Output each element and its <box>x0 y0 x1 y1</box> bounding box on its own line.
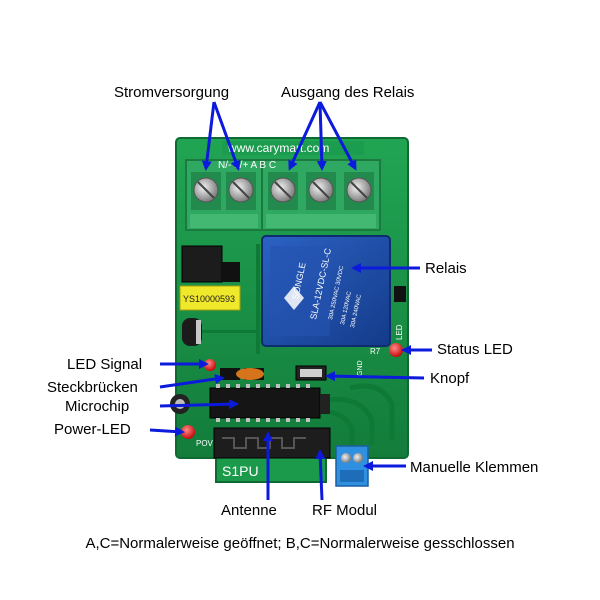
chip-pin <box>286 384 290 388</box>
chip-pin <box>266 418 270 422</box>
silk-r7: R7 <box>370 347 381 356</box>
arrow-power-led <box>149 426 185 437</box>
label-antenna: Antenne <box>221 502 277 519</box>
rf-module <box>213 427 331 459</box>
chip-pin <box>226 418 230 422</box>
terminal-screws <box>193 177 372 203</box>
label-jumpers: Steckbrücken <box>47 379 138 396</box>
arrow-button <box>325 371 425 382</box>
chip-pin <box>236 418 240 422</box>
label-led-signal: LED Signal <box>67 356 143 373</box>
chip-pin <box>276 384 280 388</box>
chip-pin <box>296 418 300 422</box>
microchip <box>209 384 321 422</box>
board-url-text: www.carymart.com <box>227 141 329 155</box>
transformer-label: YS10000593 <box>183 294 235 304</box>
arrow-rf-module <box>315 449 326 501</box>
label-button: Knopf <box>430 370 470 387</box>
silk-gnd: GND <box>357 360 364 376</box>
electrolytic-capacitor <box>182 318 202 346</box>
arrow-relay-out-2 <box>316 101 327 171</box>
status-led <box>389 343 403 357</box>
label-rf-module: RF Modul <box>312 502 378 519</box>
jumper-headers <box>220 368 264 380</box>
caption: A,C=Normalerweise geöffnet; B,C=Normaler… <box>85 535 515 552</box>
arrow-jumpers <box>159 374 225 389</box>
silk-s1pu: S1PU <box>222 463 259 479</box>
relay: SONGLE SLA-12VDC-SL-C 30A 250VAC 30VDC 3… <box>261 235 391 347</box>
arrow-microchip <box>159 399 239 410</box>
manual-terminal-block <box>335 445 369 487</box>
power-transformer: YS10000593 <box>179 245 241 311</box>
chip-pin <box>286 418 290 422</box>
relay-side-component <box>394 286 406 302</box>
label-relay-output: Ausgang des Relais <box>281 84 415 101</box>
chip-pin <box>306 384 310 388</box>
label-microchip: Microchip <box>65 398 130 415</box>
chip-pin <box>306 418 310 422</box>
label-status-led: Status LED <box>437 341 513 358</box>
chip-pin <box>216 384 220 388</box>
chip-pin <box>256 384 260 388</box>
arrow-power-1 <box>201 101 216 171</box>
chip-pin <box>266 384 270 388</box>
power-led <box>181 425 195 439</box>
annotation-arrows <box>149 101 432 501</box>
silk-led: LED <box>395 324 404 340</box>
chip-pin <box>236 384 240 388</box>
chip-pin <box>256 418 260 422</box>
terminal-legend-text: N/- L/+ A B C <box>218 160 276 171</box>
silk-pov: POV <box>196 439 214 448</box>
arrow-power-2 <box>212 101 241 171</box>
label-manual-terminals: Manuelle Klemmen <box>410 459 539 476</box>
label-power-led: Power-LED <box>54 421 131 438</box>
chip-pin <box>246 384 250 388</box>
chip-pin <box>246 418 250 422</box>
chip-pin <box>276 418 280 422</box>
chip-pin <box>216 418 220 422</box>
chip-resistors <box>320 394 330 414</box>
relay-logo-icon <box>284 286 304 310</box>
arrow-relay-out-1 <box>288 101 322 171</box>
label-power-supply: Stromversorgung <box>114 84 230 101</box>
chip-pin <box>296 384 300 388</box>
arrow-relay-out-3 <box>318 101 357 171</box>
push-button <box>295 365 327 381</box>
chip-pin <box>226 384 230 388</box>
label-relay: Relais <box>425 260 467 277</box>
